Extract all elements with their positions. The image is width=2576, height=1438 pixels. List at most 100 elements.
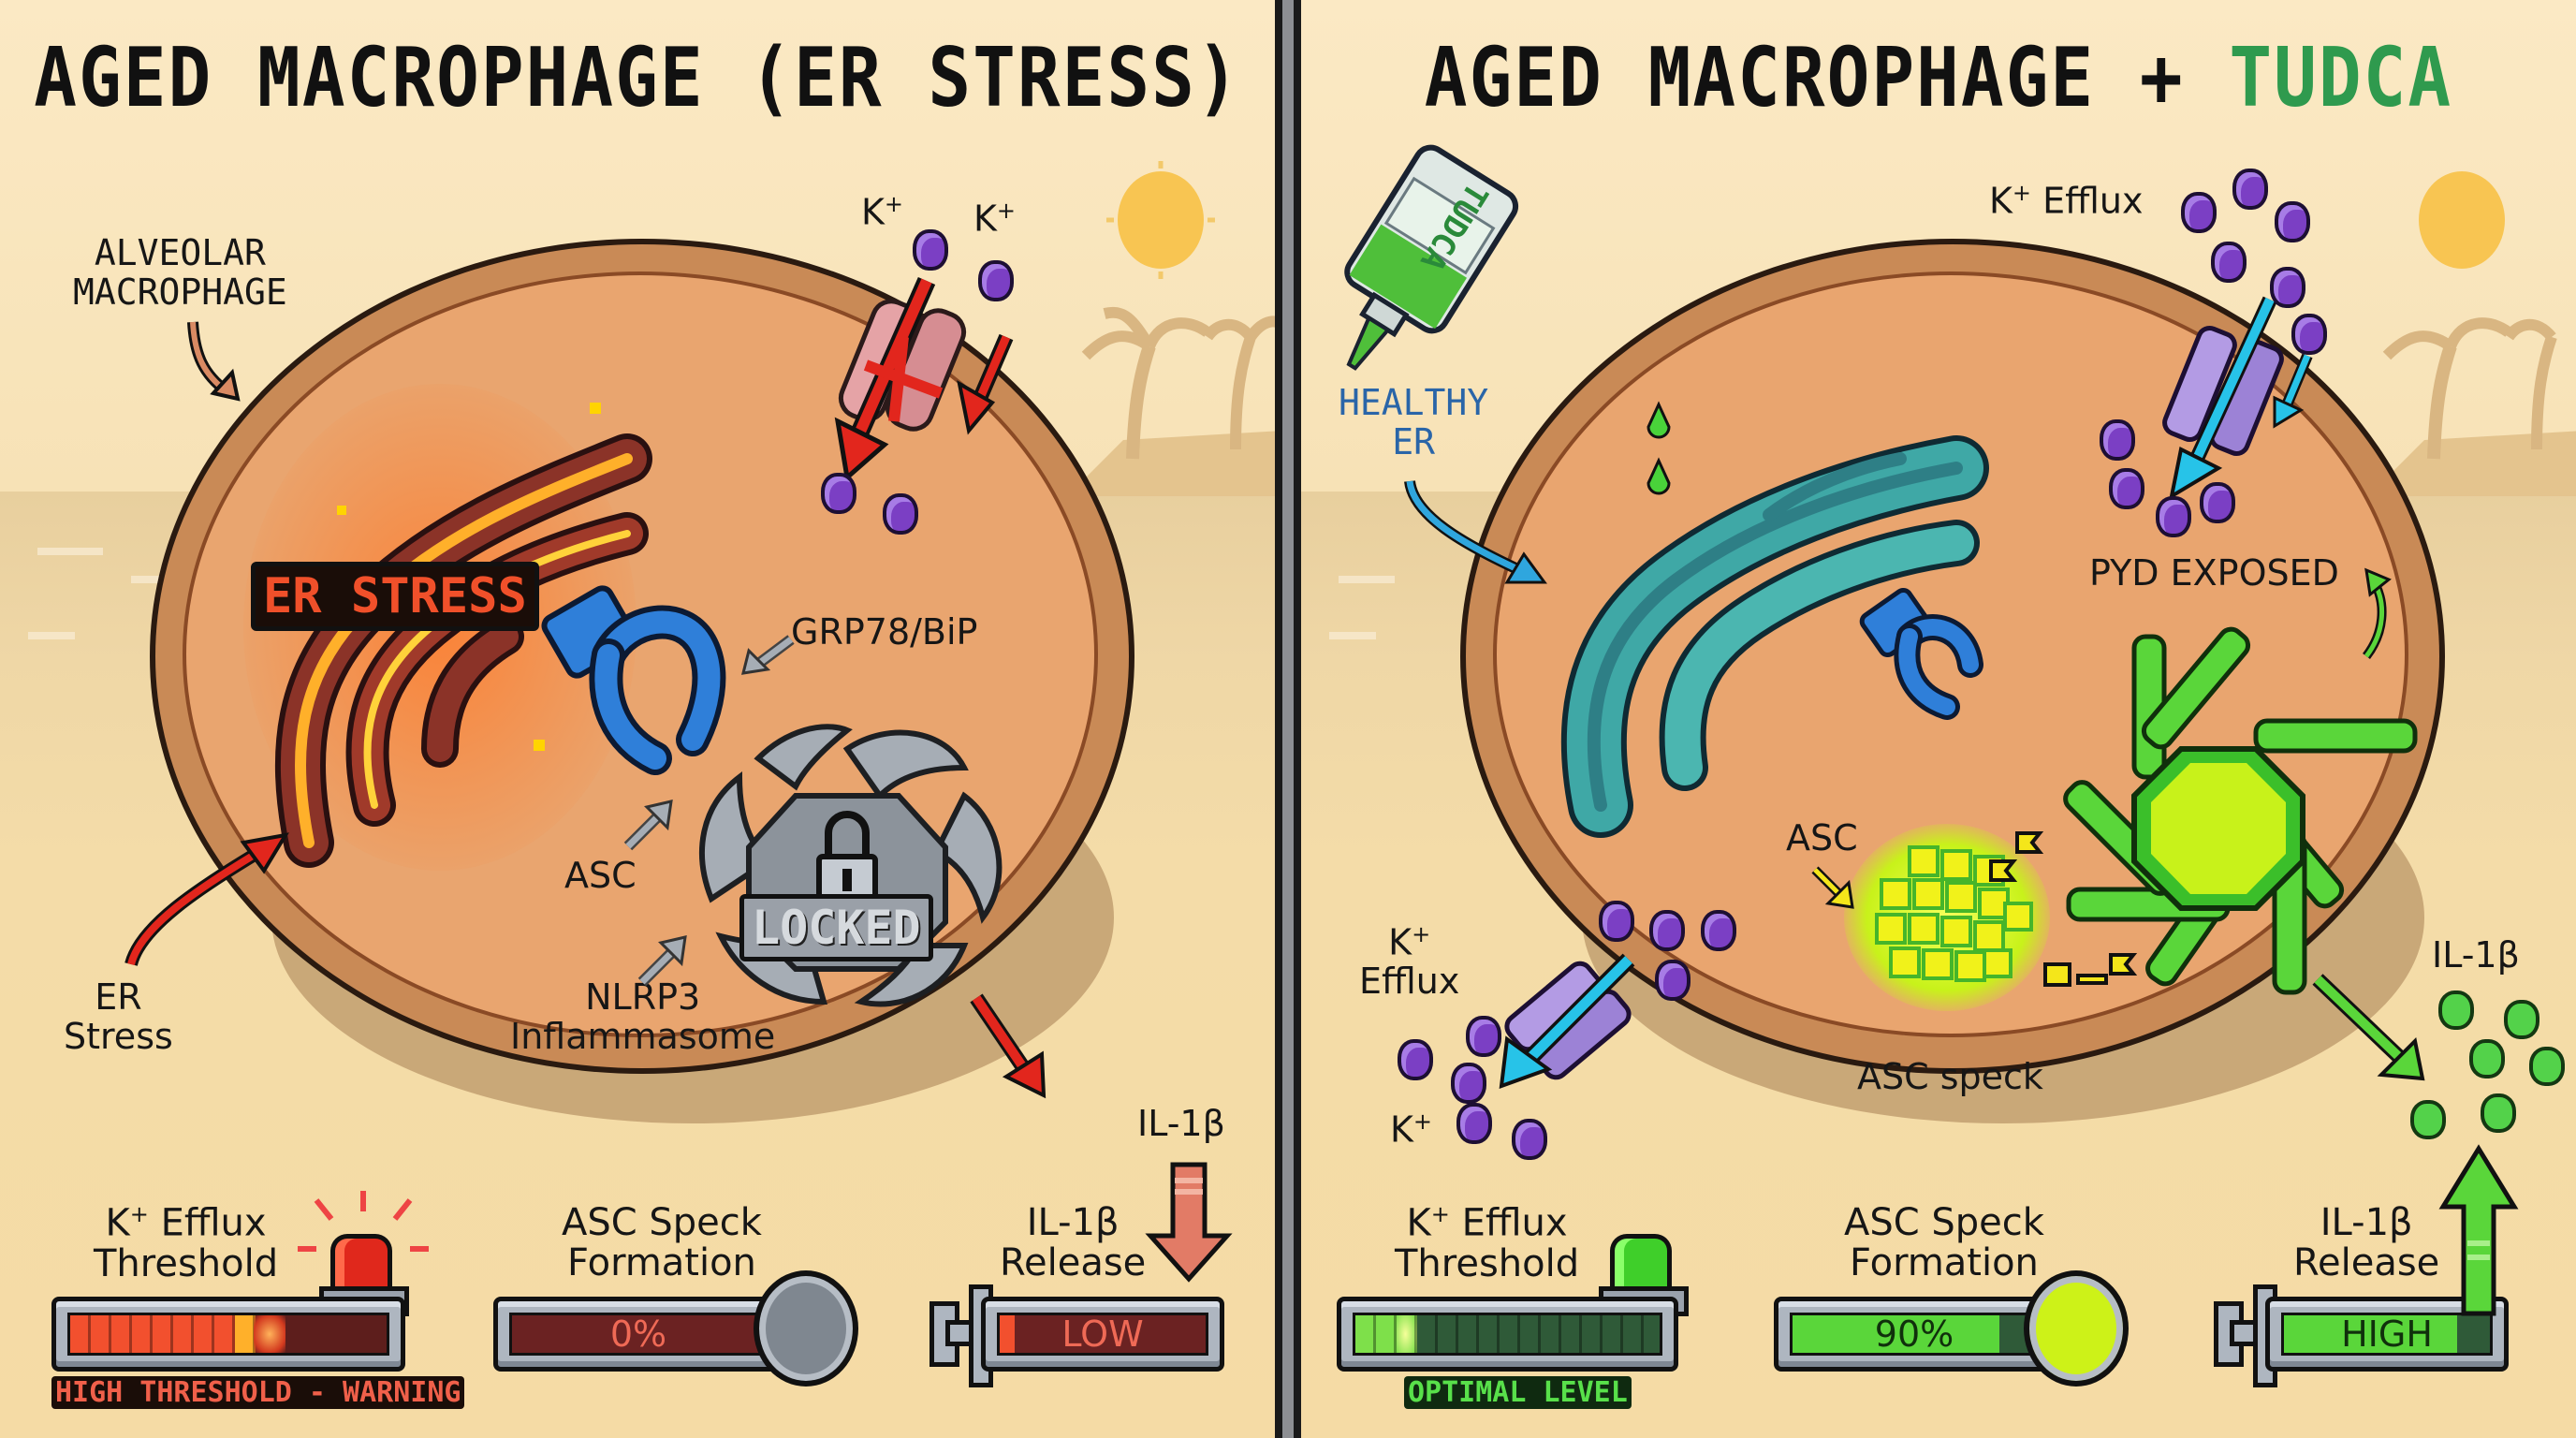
k-efflux-threshold-gauge: [51, 1297, 405, 1372]
grp78-released-claw-icon: [1859, 587, 1983, 720]
asc-pointer-arrow-icon: [1811, 866, 1854, 909]
grp78-label: GRP78/BiP: [791, 611, 978, 653]
k-channel-efflux-bottom-icon: [1499, 953, 1635, 1089]
asc-pointer-arrow-icon: [623, 800, 673, 851]
il1b-molecule: [2504, 1000, 2539, 1039]
asc-speck-cluster-icon: [1875, 845, 2033, 982]
il1b-release-arrow-icon: [970, 993, 1046, 1099]
asc-speck-gauge-title: ASC Speck Formation: [1844, 1201, 2044, 1285]
il1b-label: IL-1β: [2432, 934, 2520, 976]
asc-speck-knob: [754, 1270, 858, 1387]
k-ion: [2211, 242, 2247, 283]
k-ion: [821, 473, 856, 514]
k-ion: [1655, 960, 1690, 1001]
pyd-exposed-label: PYD EXPOSED: [2089, 552, 2339, 594]
grp78-claw-icon: [541, 585, 726, 775]
panel-tudca: AGED MACROPHAGE + TUDCA TUDCA: [1301, 0, 2576, 1438]
k-efflux-status: HIGH THRESHOLD - WARNING: [51, 1376, 465, 1409]
il1b-molecule: [2469, 1039, 2505, 1078]
asc-speck-label: ASC speck: [1857, 1056, 2043, 1097]
k-ion: [1398, 1039, 1433, 1080]
panel-title: AGED MACROPHAGE + TUDCA: [1424, 29, 2453, 125]
k-efflux-top-label: K+ Efflux: [1989, 180, 2144, 222]
beacon-flash-icon: [298, 1191, 429, 1252]
k-channel-efflux-top-icon: [2162, 296, 2313, 501]
k-efflux-gauge-title: K+ Efflux Threshold: [94, 1201, 279, 1285]
locked-badge: LOCKED: [739, 894, 933, 961]
k-ion: [1701, 910, 1736, 951]
k-ion: [978, 260, 1014, 301]
k-efflux-threshold-gauge: [1337, 1297, 1678, 1372]
er-stress-arrow-icon: [124, 832, 289, 967]
tudca-bottle-icon: [1344, 144, 1519, 371]
asc-label: ASC: [1786, 817, 1858, 858]
healthy-er-icon: [1560, 435, 1989, 838]
il1b-molecule: [2529, 1047, 2565, 1086]
k-ion-label: K+: [861, 191, 904, 233]
k-ion: [2275, 201, 2310, 242]
k-ion: [2109, 468, 2144, 509]
palm-island-icon: [1067, 306, 1275, 496]
il1b-release-gauge: LOW: [981, 1297, 1224, 1372]
healthy-er-arrow-icon: [1404, 479, 1547, 584]
k-ion: [1512, 1119, 1547, 1160]
up-arrow-icon: [2438, 1144, 2519, 1316]
down-arrow-icon: [1145, 1162, 1233, 1283]
il1b-release-gauge-title: IL-1β Release: [1000, 1201, 1147, 1285]
k-ion: [2291, 314, 2327, 355]
asc-monomer-icon: [1989, 831, 2138, 987]
asc-speck-formation-gauge: 90%: [1774, 1297, 2055, 1372]
il1b-release-gauge: HIGH: [2265, 1297, 2509, 1372]
k-ion: [883, 493, 918, 535]
il1b-release-value: LOW: [1061, 1313, 1144, 1355]
grp78-pointer-arrow-icon: [740, 635, 795, 675]
panel-er-stress: AGED MACROPHAGE (ER STRESS) ER STRESS: [0, 0, 1275, 1438]
il1b-label: IL-1β: [1137, 1103, 1225, 1144]
k-ion: [1451, 1063, 1486, 1104]
k-efflux-status: OPTIMAL LEVEL: [1404, 1376, 1632, 1409]
k-ion: [913, 229, 948, 271]
tudca-drop-icon: [1647, 401, 1671, 495]
pyd-exposed-arrow-icon: [2362, 567, 2392, 660]
asc-label: ASC: [564, 855, 637, 896]
blocked-k-channel-icon: [834, 276, 1014, 482]
nlrp3-pointer-arrow-icon: [637, 935, 687, 987]
panel-divider: [1275, 0, 1301, 1438]
il1b-release-gauge-title: IL-1β Release: [2293, 1201, 2440, 1285]
k-efflux-left-label: K+Efflux: [1359, 921, 1460, 1003]
sun-icon: [2419, 171, 2505, 269]
palm-island-icon: [2368, 317, 2576, 496]
k-ion: [2232, 169, 2268, 210]
panel-title: AGED MACROPHAGE (ER STRESS): [34, 29, 1241, 125]
asc-speck-gauge-title: ASC Speck Formation: [562, 1201, 762, 1285]
il1b-release-value: HIGH: [2341, 1313, 2433, 1355]
il1b-molecule: [2438, 990, 2474, 1030]
k-ion: [1649, 910, 1685, 951]
il1b-molecule: [2410, 1100, 2446, 1139]
k-ion: [2270, 267, 2305, 308]
k-ion: [2200, 482, 2235, 523]
active-nlrp3-inflammasome-icon: [2063, 626, 2418, 995]
k-ion: [2181, 192, 2217, 233]
asc-speck-value: 90%: [1874, 1313, 1954, 1355]
il1b-release-arrow-icon: [2312, 974, 2425, 1081]
k-efflux-gauge-title: K+ Efflux Threshold: [1395, 1201, 1580, 1285]
k-ion: [1599, 901, 1634, 942]
asc-speck-formation-gauge: 0%: [493, 1297, 783, 1372]
k-ion: [1466, 1016, 1501, 1057]
k-ion: [2100, 419, 2135, 461]
sun-icon: [1106, 161, 1215, 279]
k-ion: [1456, 1103, 1492, 1144]
pointer-arrow-icon: [187, 321, 241, 402]
k-ion: [2156, 496, 2191, 537]
tudca-title-accent: TUDCA: [2229, 29, 2453, 125]
gauge-track: [67, 1313, 389, 1356]
er-stress-badge: ER STRESS: [251, 562, 539, 631]
asc-speck-value: 0%: [609, 1313, 667, 1355]
k-ion-label: K+: [973, 198, 1017, 240]
